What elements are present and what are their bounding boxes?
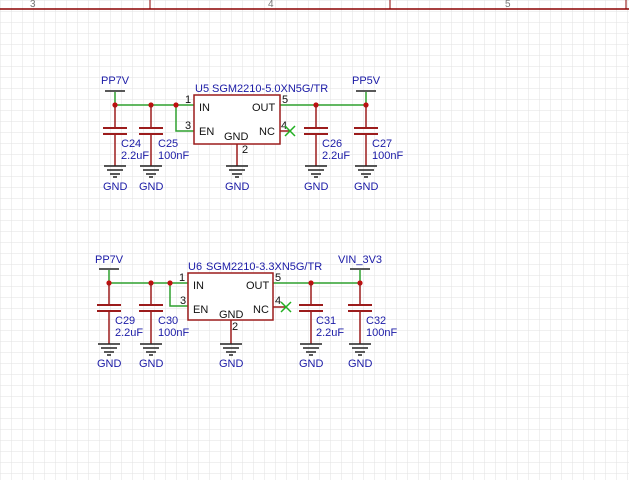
u5-pin-nc-label: NC [259,126,275,138]
c30-gnd-label: GND [139,358,164,370]
ruler-label-4: 4 [268,0,274,10]
u5-pin-2-number: 2 [242,144,248,156]
u5-pin-gnd-label: GND [224,131,249,143]
c29-gnd-label: GND [97,358,122,370]
net-label-vin-3v3: VIN_3V3 [338,254,382,266]
c25-gnd-label: GND [139,181,164,193]
c29-ref: C29 [115,315,135,327]
regulator-block-u6: PP7V VIN_3V3 U6 SGM2210-3.3XN5G/TR IN EN… [95,254,397,370]
u6-pin-5-number: 5 [275,272,281,284]
regulator-block-u5: PP7V PP5V U5 SGM2210-5.0XN5G/TR IN EN GN… [101,75,403,193]
c27-gnd-label: GND [354,181,379,193]
c32-value: 100nF [366,327,397,339]
u5-pin-out-label: OUT [252,102,276,114]
c24-gnd-label: GND [103,181,128,193]
u6-pin-gnd-label: GND [219,309,244,321]
u6-part-number: SGM2210-3.3XN5G/TR [206,261,322,273]
u5-pin-3-number: 3 [185,120,191,132]
c32-ref: C32 [366,315,386,327]
u6-ic-ground: GND [219,320,244,370]
capacitor-c32[interactable]: C32 100nF GND [348,283,397,370]
u6-no-connect-marker [273,301,292,313]
u6-pin-out-label: OUT [246,280,270,292]
u5-output-power-port: PP5V [352,75,381,92]
u5-ic-symbol[interactable]: U5 SGM2210-5.0XN5G/TR IN EN GND OUT NC 1… [185,83,328,156]
u5-pin-4-number: 4 [281,120,287,132]
u6-gnd-label: GND [219,358,244,370]
net-label-pp5v: PP5V [352,75,381,87]
c30-ref: C30 [158,315,178,327]
c25-ref: C25 [158,138,178,150]
c27-ref: C27 [372,138,392,150]
net-label-pp7v-2: PP7V [95,254,124,266]
c26-ref: C26 [322,138,342,150]
u5-gnd-label: GND [225,181,250,193]
capacitor-c29[interactable]: C29 2.2uF GND [97,283,143,370]
u5-pin-en-label: EN [199,126,214,138]
c24-ref: C24 [121,138,141,150]
u6-pin-en-label: EN [193,304,208,316]
c25-value: 100nF [158,150,189,162]
u6-output-power-port: VIN_3V3 [338,254,382,270]
u5-no-connect-marker [280,125,296,137]
capacitor-c26[interactable]: C26 2.2uF GND [304,105,350,193]
u6-pin-4-number: 4 [275,295,281,307]
net-label-pp7v: PP7V [101,75,130,87]
capacitor-c24[interactable]: C24 2.2uF GND [103,105,149,193]
c32-gnd-label: GND [348,358,373,370]
u6-pin-2-number: 2 [232,321,238,333]
capacitor-c25[interactable]: C25 100nF GND [139,105,189,193]
c29-value: 2.2uF [115,327,143,339]
capacitor-c27[interactable]: C27 100nF GND [354,105,403,193]
ruler-label-5: 5 [505,0,511,10]
u5-designator: U5 [195,83,209,95]
c30-value: 100nF [158,327,189,339]
capacitor-c30[interactable]: C30 100nF GND [139,283,189,370]
u5-input-power-port: PP7V [101,75,130,92]
u6-pin-nc-label: NC [253,304,269,316]
c31-value: 2.2uF [316,327,344,339]
c27-value: 100nF [372,150,403,162]
capacitor-c31[interactable]: C31 2.2uF GND [299,283,344,370]
u5-pin-in-label: IN [199,102,210,114]
c31-ref: C31 [316,315,336,327]
column-ruler: 3 4 5 [0,0,629,10]
u6-pin-1-number: 1 [179,272,185,284]
u6-designator: U6 [188,261,202,273]
u5-pin-1-number: 1 [185,94,191,106]
c31-gnd-label: GND [299,358,324,370]
u5-ic-ground: GND [225,144,250,193]
u6-ic-symbol[interactable]: U6 SGM2210-3.3XN5G/TR IN EN GND OUT NC 1… [179,261,322,333]
c24-value: 2.2uF [121,150,149,162]
c26-value: 2.2uF [322,150,350,162]
u6-input-power-port: PP7V [95,254,124,270]
u6-pin-in-label: IN [193,280,204,292]
u5-part-number: SGM2210-5.0XN5G/TR [212,83,328,95]
u5-pin-5-number: 5 [282,94,288,106]
ruler-label-3: 3 [30,0,36,10]
c26-gnd-label: GND [304,181,329,193]
u6-pin-3-number: 3 [180,295,186,307]
